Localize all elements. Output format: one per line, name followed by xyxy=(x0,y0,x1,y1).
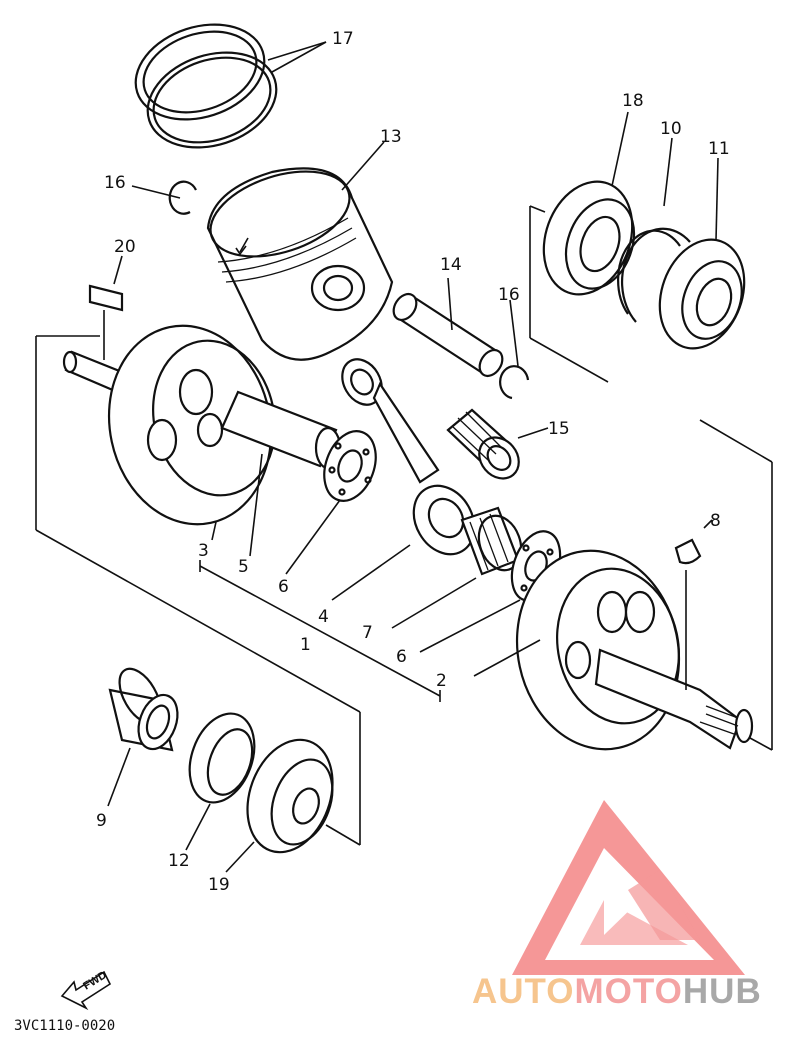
fwd-arrow-icon: FWD xyxy=(60,969,112,1011)
reference-bracket xyxy=(199,521,441,702)
watermark-logo xyxy=(512,800,745,975)
callout-7: 7 xyxy=(362,623,373,643)
circlip-10 xyxy=(617,137,691,323)
oil-seal-12 xyxy=(185,712,256,851)
oil-seal-11 xyxy=(658,157,746,350)
callout-6-right: 6 xyxy=(396,647,407,667)
brand-part-moto: MOTO xyxy=(574,972,683,1011)
callout-14: 14 xyxy=(440,255,462,275)
woodruff-key xyxy=(674,519,713,690)
callout-9: 9 xyxy=(96,811,107,831)
brand-part-hub: HUB xyxy=(682,972,762,1011)
callout-13: 13 xyxy=(380,127,402,147)
callout-6-left: 6 xyxy=(278,577,289,597)
circlip-left xyxy=(131,180,197,215)
callout-16-right: 16 xyxy=(498,285,520,305)
callout-16-left: 16 xyxy=(104,173,126,193)
callout-20: 20 xyxy=(114,237,136,257)
brand-part-auto: AUTO xyxy=(472,972,575,1011)
piston xyxy=(206,141,394,361)
callout-11: 11 xyxy=(708,139,730,159)
callout-4: 4 xyxy=(318,607,329,627)
small-end-bearing xyxy=(446,408,549,480)
callout-15: 15 xyxy=(548,419,570,439)
bearing-19 xyxy=(225,738,334,873)
thrust-washer-left xyxy=(285,430,377,575)
collar-9 xyxy=(107,667,179,807)
bearing-18 xyxy=(542,111,636,296)
callout-5: 5 xyxy=(238,557,249,577)
callout-1: 1 xyxy=(300,635,311,655)
pin-key xyxy=(88,255,124,360)
diagram-code: 3VC1110-0020 xyxy=(14,1018,115,1034)
assembly-frame xyxy=(35,205,773,846)
callout-18: 18 xyxy=(622,91,644,111)
watermark-brand: AUTOMOTOHUB xyxy=(472,972,792,1012)
piston-rings xyxy=(134,23,327,149)
callout-2: 2 xyxy=(436,671,447,691)
callout-8: 8 xyxy=(710,511,721,531)
callout-10: 10 xyxy=(660,119,682,139)
piston-pin xyxy=(392,277,504,378)
callout-19: 19 xyxy=(208,875,230,895)
callout-3: 3 xyxy=(198,541,209,561)
circlip-right xyxy=(499,299,530,400)
crank-half-right xyxy=(473,549,754,751)
connecting-rod xyxy=(331,358,476,601)
callout-17: 17 xyxy=(332,29,354,49)
callout-labels: 1 2 3 4 5 6 6 7 8 9 10 11 12 13 14 15 16… xyxy=(96,29,730,895)
callout-12: 12 xyxy=(168,851,190,871)
